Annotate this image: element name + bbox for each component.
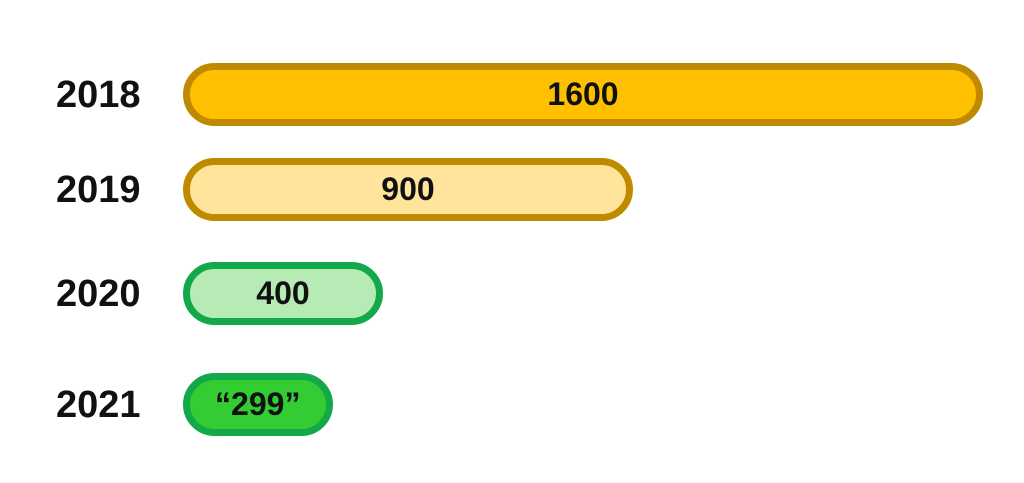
category-label-2020: 2020 (56, 272, 141, 315)
category-label-2019: 2019 (56, 168, 141, 211)
data-label-2019: 900 (381, 171, 435, 207)
data-label-2021: “299” (215, 386, 301, 422)
bar-2019: 900 (183, 158, 633, 221)
category-label-2018: 2018 (56, 73, 141, 116)
data-label-2018: 1600 (547, 76, 619, 112)
bar-2020: 400 (183, 262, 383, 325)
bar-2021: “299” (183, 373, 333, 436)
data-label-2020: 400 (256, 275, 310, 311)
category-label-2021: 2021 (56, 383, 141, 426)
bar-2018: 1600 (183, 63, 983, 126)
